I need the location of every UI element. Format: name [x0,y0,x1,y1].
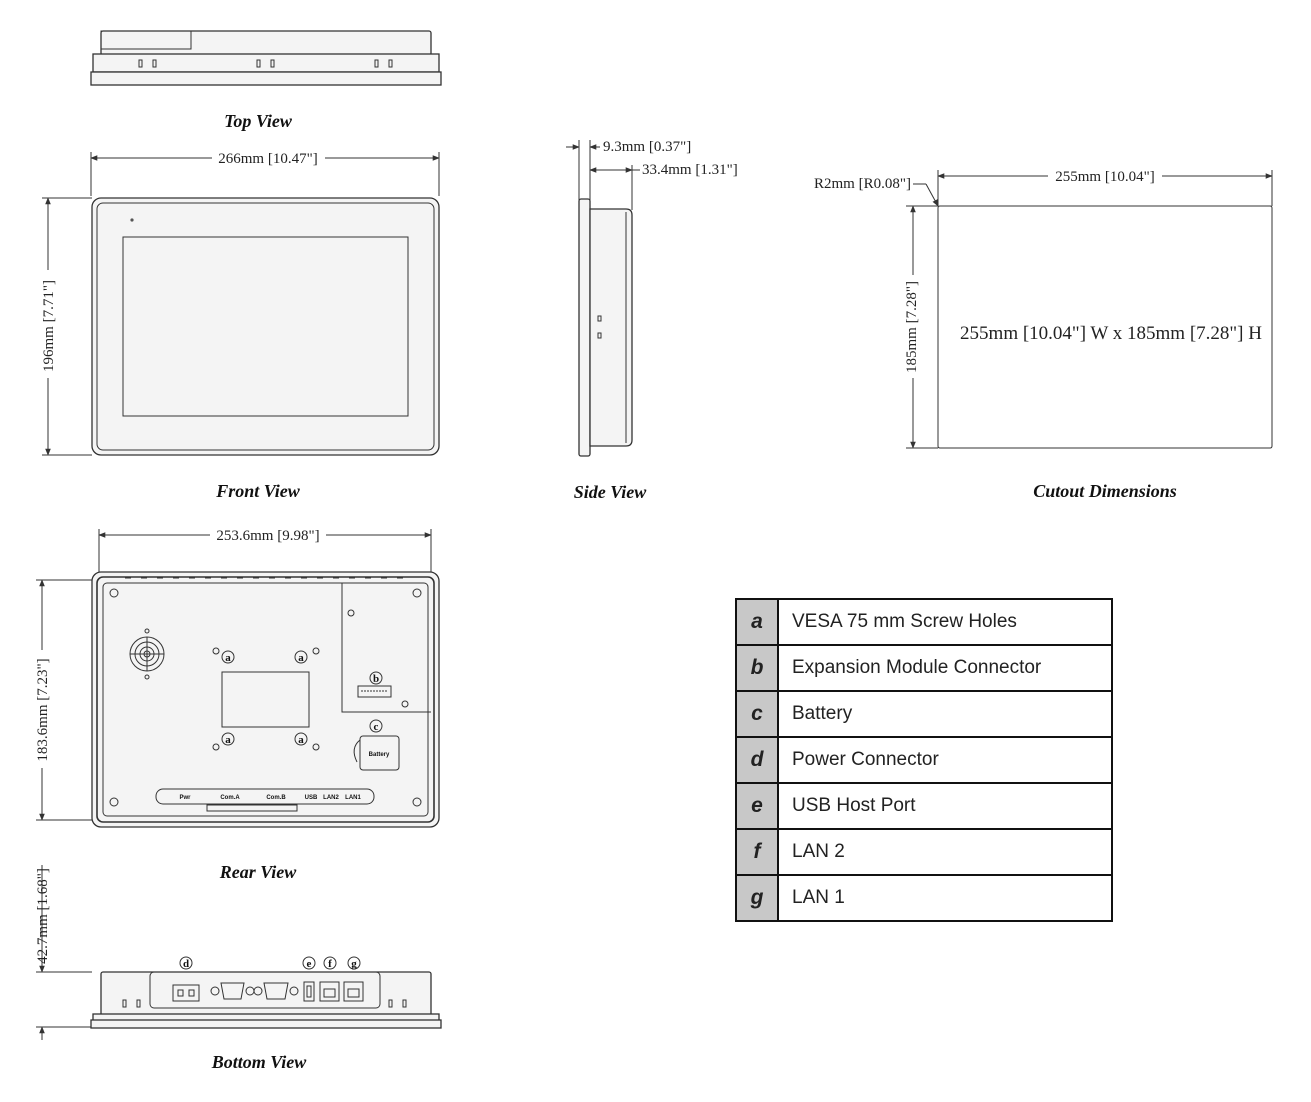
callout-a: a [298,652,304,664]
legend-key: b [735,644,779,692]
led-indicator [130,218,134,222]
power-connector [172,984,200,1002]
com-b-port [253,982,299,1000]
battery-label: Battery [369,752,390,758]
legend-key: g [735,874,779,922]
legend-text: USB Host Port [777,782,1113,830]
callout-g: g [351,958,357,970]
callout-e: e [307,958,312,970]
connector-label-strip [155,788,375,805]
lan2-port [319,981,340,1002]
legend-text: LAN 1 [777,874,1113,922]
side-view: 9.3mm [0.37"] 33.4mm [1.31"] Side View [566,139,738,502]
legend-text: VESA 75 mm Screw Holes [777,598,1113,646]
cutout-caption: Cutout Dimensions [1033,481,1177,501]
cutout-view: R2mm [R0.08"] 255mm [10.04"] 185mm [7.28… [814,169,1273,501]
legend-key: c [735,690,779,738]
side-bezel-dimension: 9.3mm [0.37"] [603,139,691,155]
bottom-height-dimension: 42.7mm [1.68"] [35,868,51,964]
rear-view-caption: Rear View [219,862,298,882]
callout-b: b [373,673,379,685]
callout-d: d [183,958,189,970]
bottom-view-caption: Bottom View [211,1052,308,1072]
vesa-screw-holes: a a a a [212,647,320,751]
side-depth-dimension: 33.4mm [1.31"] [642,162,738,178]
front-view-caption: Front View [215,481,301,501]
front-height-dimension: 196mm [7.71"] [41,280,57,372]
lan1-port [343,981,364,1002]
rear-width-dimension: 253.6mm [9.98"] [216,528,319,544]
callout-a: a [225,734,231,746]
cutout-radius-dimension: R2mm [R0.08"] [814,176,911,192]
front-width-dimension: 266mm [10.47"] [218,151,317,167]
legend-key: f [735,828,779,876]
callout-c: c [374,721,379,733]
strip-label-com-b: Com.B [266,795,286,801]
strip-label-com-a: Com.A [220,795,240,801]
top-view: Top View [90,30,442,131]
cutout-size-label: 255mm [10.04"] W x 185mm [7.28"] H [960,323,1262,344]
cutout-width-dimension: 255mm [10.04"] [1055,169,1154,185]
callout-f: f [328,958,332,970]
corner-screws [109,588,422,807]
cutout-height-dimension: 185mm [7.28"] [904,281,920,373]
top-vent-slots [138,59,393,68]
strip-label-lan2: LAN2 [323,795,339,801]
legend-text: Expansion Module Connector [777,644,1113,692]
top-view-caption: Top View [224,111,293,131]
front-view: 266mm [10.47"] 196mm [7.71"] Front View [41,151,440,501]
callout-a: a [225,652,231,664]
fan-grill [129,628,165,680]
legend-key: a [735,598,779,646]
strip-label-power: Pwr [179,795,191,801]
side-view-caption: Side View [574,482,648,502]
expansion-connector [357,685,392,698]
legend-text: Power Connector [777,736,1113,784]
callout-a: a [298,734,304,746]
strip-label-usb: USB [305,795,318,801]
legend-text: Battery [777,690,1113,738]
battery-cover [359,735,400,771]
bottom-view: 42.7mm [1.68"] d e f g Bottom View [35,865,442,1072]
legend-key: e [735,782,779,830]
rear-height-dimension: 183.6mm [7.23"] [35,658,51,761]
legend-text: LAN 2 [777,828,1113,876]
label-area [221,671,310,728]
strip-label-lan1: LAN1 [345,795,361,801]
usb-host-port [303,981,315,1002]
legend-key: d [735,736,779,784]
rear-view: 253.6mm [9.98"] 183.6mm [7.23"] [35,528,440,882]
